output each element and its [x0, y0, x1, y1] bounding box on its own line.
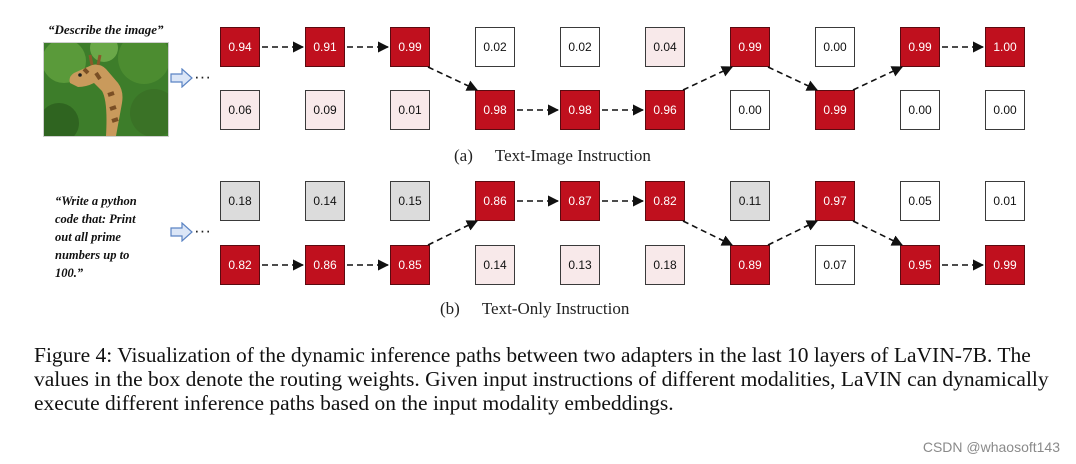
input-arrow-b: [170, 221, 194, 247]
routing-weight-box: 0.94: [220, 27, 260, 67]
routing-weight-box: 0.96: [645, 90, 685, 130]
prompt-text-a: “Describe the image”: [48, 22, 164, 37]
routing-weight-box: 0.18: [220, 181, 260, 221]
routing-weight-box: 0.00: [730, 90, 770, 130]
routing-weight-box: 0.06: [220, 90, 260, 130]
subcaption-a-label: (a): [454, 146, 473, 165]
subcaption-a-text: Text-Image Instruction: [494, 146, 651, 165]
subcaption-b-label: (b): [440, 299, 460, 318]
routing-weight-box: 0.00: [985, 90, 1025, 130]
routing-weight-box: 0.86: [305, 245, 345, 285]
input-arrow-a: [170, 67, 194, 93]
routing-weight-box: 0.14: [475, 245, 515, 285]
routing-weight-box: 0.07: [815, 245, 855, 285]
subcaption-b-text: Text-Only Instruction: [481, 299, 630, 318]
routing-weight-box: 0.11: [730, 181, 770, 221]
routing-weight-box: 0.01: [390, 90, 430, 130]
figure-caption: Figure 4: Visualization of the dynamic i…: [34, 343, 1049, 415]
routing-weight-box: 1.00: [985, 27, 1025, 67]
routing-weight-box: 0.82: [220, 245, 260, 285]
routing-weight-box: 0.18: [645, 245, 685, 285]
routing-weight-box: 0.02: [560, 27, 600, 67]
ellipsis-b: ···: [194, 221, 211, 240]
routing-weight-box: 0.98: [475, 90, 515, 130]
ellipsis-a: ···: [194, 67, 211, 86]
routing-weight-box: 0.02: [475, 27, 515, 67]
routing-weight-box: 0.87: [560, 181, 600, 221]
path-arrow: [852, 66, 904, 91]
routing-weight-box: 0.13: [560, 245, 600, 285]
path-arrow: [767, 66, 819, 91]
subcaption-b: (b) Text-Only Instruction: [440, 299, 629, 319]
routing-weight-box: 0.00: [900, 90, 940, 130]
routing-weight-box: 0.99: [900, 27, 940, 67]
subcaption-a: (a) Text-Image Instruction: [454, 146, 651, 166]
routing-weight-box: 0.86: [475, 181, 515, 221]
routing-weight-box: 0.97: [815, 181, 855, 221]
routing-weight-box: 0.99: [390, 27, 430, 67]
routing-weight-box: 0.01: [985, 181, 1025, 221]
routing-weight-box: 0.91: [305, 27, 345, 67]
giraffe-image: [43, 42, 169, 137]
routing-weight-box: 0.00: [815, 27, 855, 67]
routing-weight-box: 0.99: [985, 245, 1025, 285]
routing-weight-box: 0.89: [730, 245, 770, 285]
routing-weight-box: 0.99: [815, 90, 855, 130]
routing-weight-box: 0.09: [305, 90, 345, 130]
routing-weight-box: 0.15: [390, 181, 430, 221]
watermark: CSDN @whaosoft143: [922, 439, 1060, 455]
prompt-text-b: “Write a python code that: Print out all…: [55, 194, 137, 280]
routing-weight-box: 0.04: [645, 27, 685, 67]
path-arrow: [682, 66, 734, 91]
giraffe-photo: [44, 43, 168, 136]
routing-weight-box: 0.14: [305, 181, 345, 221]
path-arrow: [682, 220, 734, 246]
path-arrow: [427, 66, 479, 91]
routing-weight-box: 0.98: [560, 90, 600, 130]
path-arrow: [427, 220, 479, 246]
routing-weight-box: 0.99: [730, 27, 770, 67]
routing-weight-box: 0.05: [900, 181, 940, 221]
path-arrow: [767, 220, 819, 246]
routing-weight-box: 0.85: [390, 245, 430, 285]
routing-weight-box: 0.82: [645, 181, 685, 221]
path-arrow: [852, 220, 904, 246]
routing-weight-box: 0.95: [900, 245, 940, 285]
